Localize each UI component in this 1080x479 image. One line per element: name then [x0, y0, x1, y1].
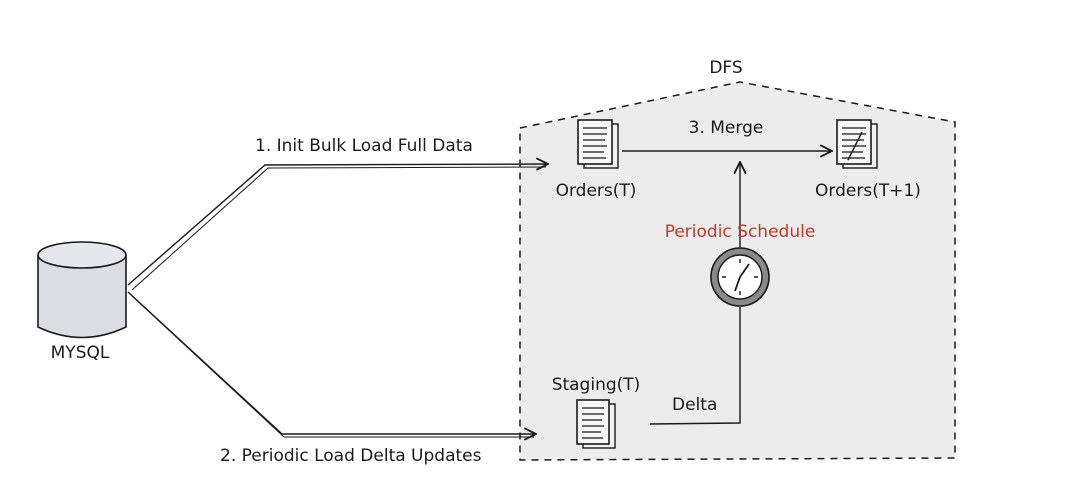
document-icon	[577, 119, 619, 169]
dfs-label: DFS	[709, 58, 742, 78]
delta-load-arrow-stroke	[131, 295, 534, 438]
delta-load-arrow	[127, 291, 536, 434]
orders-t1-label: Orders(T+1)	[815, 181, 921, 201]
document-icon	[576, 399, 616, 449]
schedule-label: Periodic Schedule	[665, 222, 816, 242]
mysql-label: MYSQL	[51, 343, 110, 363]
orders-t-label: Orders(T)	[556, 181, 637, 201]
bulk-load-arrow	[127, 164, 548, 286]
step3-label: 3. Merge	[689, 118, 764, 138]
delta-line	[649, 307, 741, 425]
delta-label: Delta	[672, 395, 717, 415]
database-icon	[37, 241, 127, 339]
step2-label: 2. Periodic Load Delta Updates	[220, 446, 482, 466]
bulk-load-arrow-stroke	[131, 166, 547, 291]
step1-label: 1. Init Bulk Load Full Data	[255, 136, 473, 156]
staging-label: Staging(T)	[552, 375, 641, 395]
clock-icon	[710, 247, 770, 307]
document-icon	[836, 119, 878, 169]
